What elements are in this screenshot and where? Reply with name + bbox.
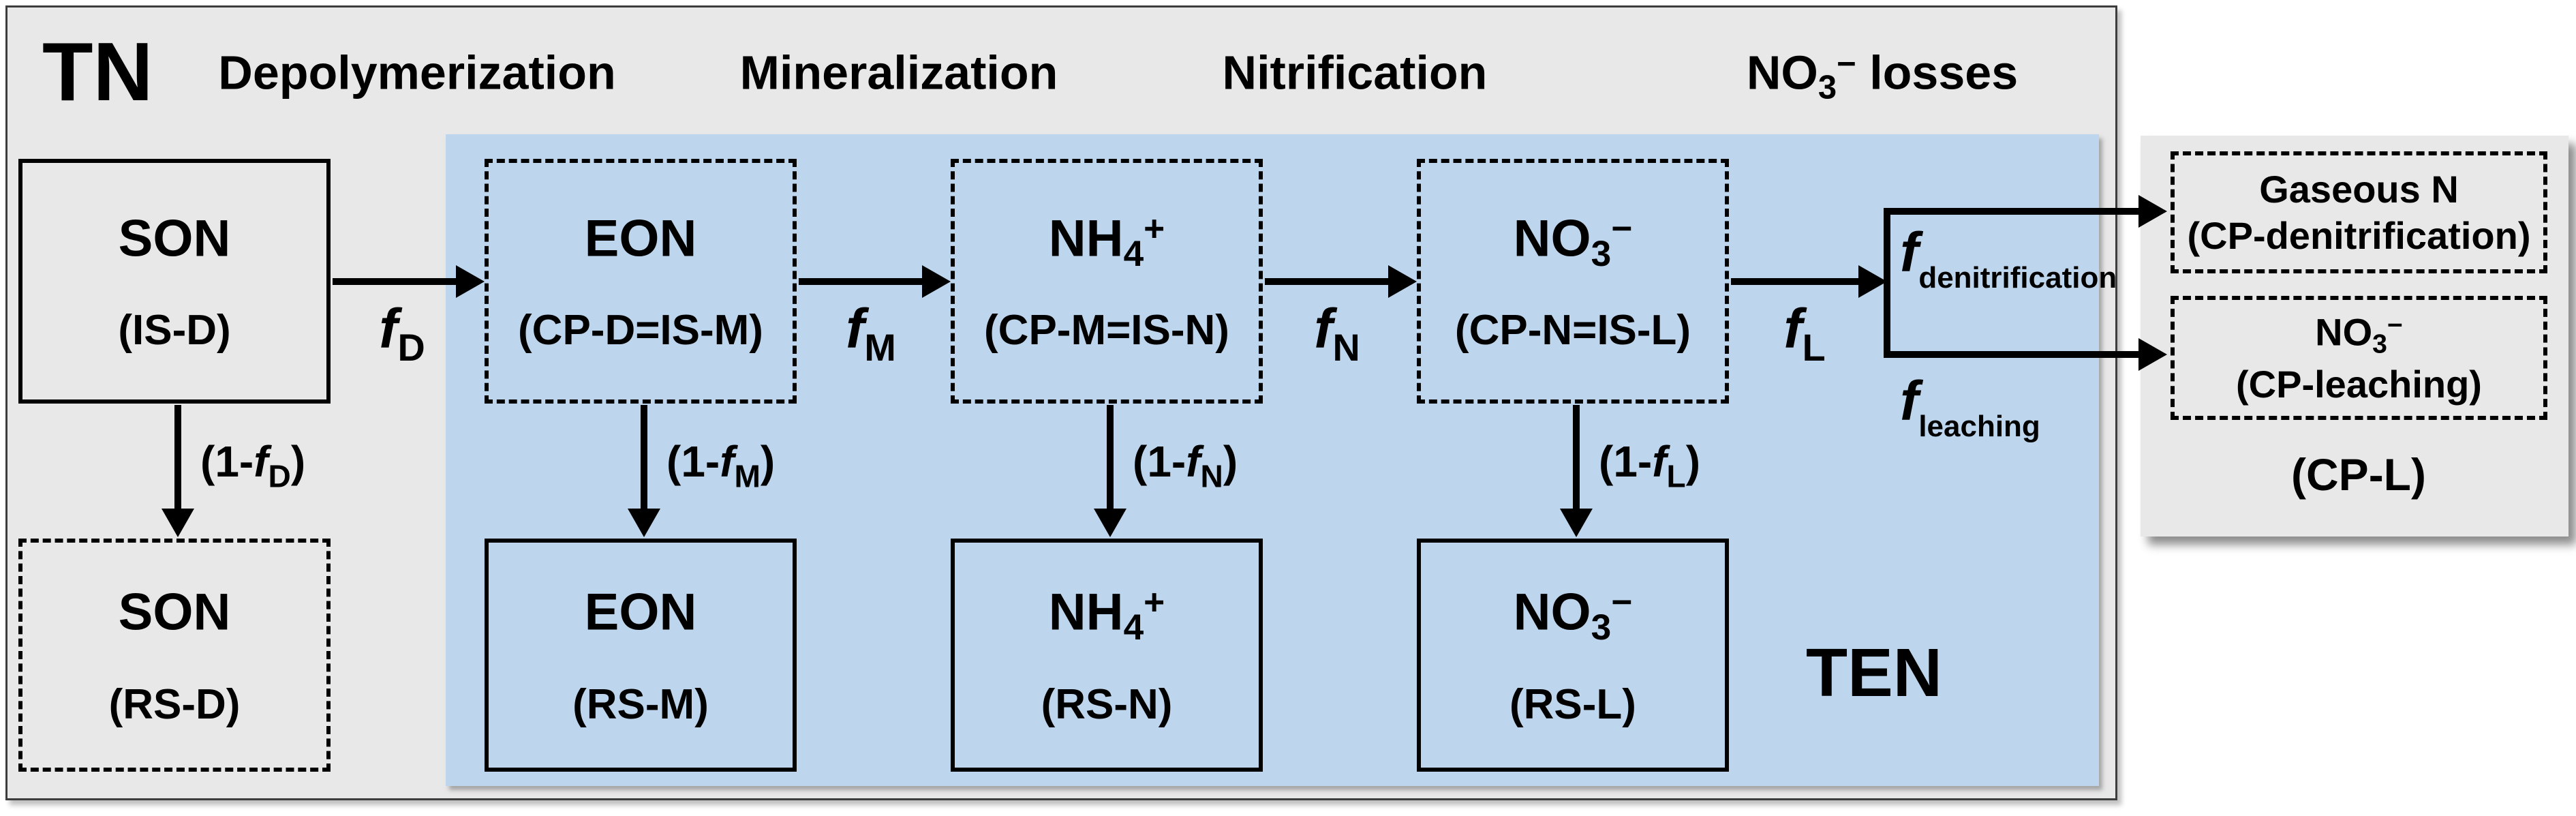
arrowhead-right-icon	[922, 265, 951, 298]
pool-code: (RS-L)	[1509, 680, 1636, 728]
pool-code: (CP-M=IS-N)	[984, 307, 1229, 354]
pool-nh4-cp-m: NH4+ (CP-M=IS-N)	[951, 159, 1263, 404]
heading-depolymerization: Depolymerization	[218, 46, 616, 100]
arrowhead-right-icon	[1858, 265, 1887, 298]
pool-eon-rs-m: EON (RS-M)	[485, 539, 797, 772]
pool-code: (CP-denitrification)	[2187, 213, 2531, 257]
pool-label: NO3−	[2315, 310, 2403, 359]
pool-code: (CP-N=IS-L)	[1454, 307, 1691, 354]
arrowhead-down-icon	[1560, 509, 1593, 537]
losses-branch-line	[1884, 208, 1890, 358]
pool-label: SON	[118, 209, 231, 268]
label-1-fn: (1-fN)	[1133, 437, 1238, 494]
arrowhead-right-icon	[2138, 195, 2167, 228]
cpl-loss-panel	[2141, 136, 2569, 537]
pool-label: EON	[584, 583, 697, 641]
pool-son-is-d: SON (IS-D)	[18, 159, 331, 404]
label-fn: fN	[1314, 298, 1360, 369]
arrowhead-down-icon	[628, 509, 660, 537]
pool-gaseous-n-cp-denitrification: Gaseous N (CP-denitrification)	[2171, 151, 2547, 273]
label-fl: fL	[1783, 298, 1826, 369]
heading-no3-losses: NO3− losses	[1746, 46, 2019, 106]
pool-son-rs-d: SON (RS-D)	[18, 539, 331, 772]
ten-blue-panel	[446, 134, 2099, 786]
pool-label: NH4+	[1048, 208, 1165, 275]
label-fm: fM	[846, 298, 896, 369]
heading-nitrification: Nitrification	[1222, 46, 1488, 100]
pool-code: (RS-N)	[1041, 680, 1173, 728]
heading-mineralization: Mineralization	[739, 46, 1058, 100]
pool-eon-cp-d: EON (CP-D=IS-M)	[485, 159, 797, 404]
label-fd: fD	[379, 298, 425, 369]
label-1-fm: (1-fM)	[666, 437, 776, 494]
tn-title: TN	[42, 25, 153, 118]
pool-no3-cp-leaching: NO3− (CP-leaching)	[2171, 296, 2547, 420]
pool-code: (IS-D)	[118, 307, 231, 354]
label-1-fl: (1-fL)	[1599, 437, 1700, 494]
label-f-denitrification: fdenitrification	[1900, 222, 2117, 295]
pool-label: NO3−	[1513, 582, 1633, 648]
arrowhead-right-icon	[456, 265, 485, 298]
pool-code: (CP-leaching)	[2236, 363, 2482, 406]
pool-label: Gaseous N	[2259, 167, 2459, 211]
pool-label: EON	[584, 209, 697, 268]
label-1-fd: (1-fD)	[200, 437, 306, 494]
pool-code: (CP-D=IS-M)	[518, 307, 763, 354]
pool-no3-cp-n: NO3− (CP-N=IS-L)	[1417, 159, 1729, 404]
arrowhead-down-icon	[162, 509, 194, 537]
arrowhead-right-icon	[2138, 338, 2167, 371]
pool-nh4-rs-n: NH4+ (RS-N)	[951, 539, 1263, 772]
label-f-leaching: fleaching	[1900, 370, 2040, 444]
pool-code: (RS-M)	[572, 680, 709, 728]
pool-label: SON	[118, 583, 231, 641]
pool-no3-rs-l: NO3− (RS-L)	[1417, 539, 1729, 772]
arrowhead-down-icon	[1094, 509, 1126, 537]
ten-label: TEN	[1806, 635, 1942, 711]
label-cp-l: (CP-L)	[2291, 449, 2426, 500]
arrowhead-right-icon	[1388, 265, 1417, 298]
pool-code: (RS-D)	[108, 680, 241, 728]
pool-label: NO3−	[1513, 208, 1633, 275]
pool-label: NH4+	[1048, 582, 1165, 648]
